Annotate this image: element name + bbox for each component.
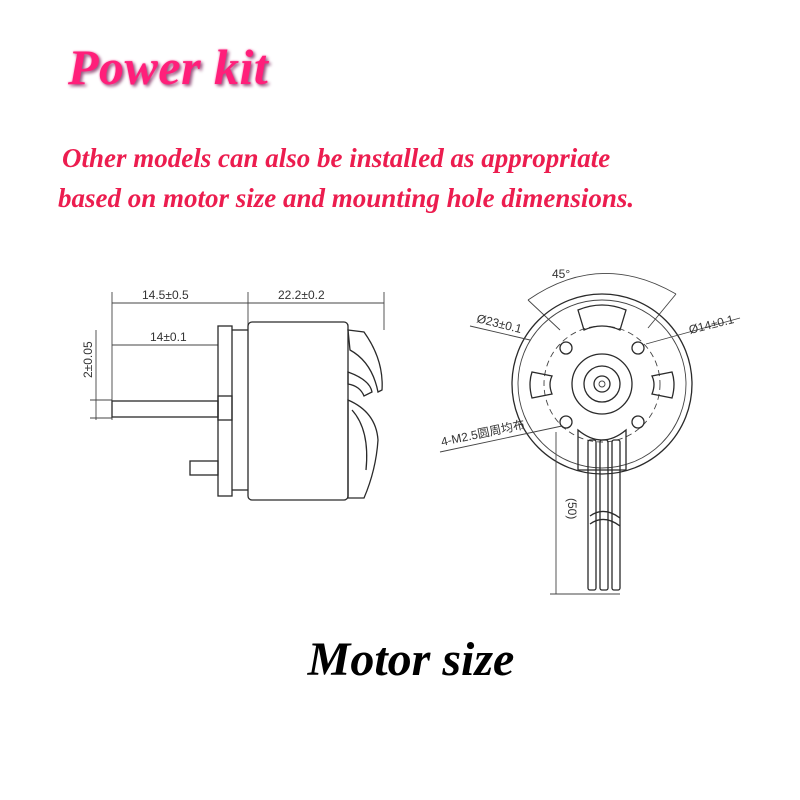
caption-motor-size: Motor size	[307, 633, 515, 686]
dim-angle: 45°	[552, 267, 570, 281]
front-view: 45° Ø23±0.1 Ø14±0.1 4-M2.5圆周均布	[440, 267, 741, 595]
dim-body-length: 22.2±0.2	[278, 288, 325, 302]
dim-wire-length: (50)	[565, 498, 579, 519]
dim-shaft-length: 14±0.1	[150, 330, 187, 344]
dim-holes: 4-M2.5圆周均布	[440, 417, 526, 448]
side-view: 14.5±0.5 22.2±0.2 14±0.1 2±0.05	[81, 288, 385, 501]
page-title: Power kit	[68, 39, 269, 95]
note-line-2: based on motor size and mounting hole di…	[58, 183, 635, 213]
dim-outer-dia: Ø23±0.1	[475, 311, 523, 336]
dim-total-shaft: 14.5±0.5	[142, 288, 189, 302]
dim-shaft-dia: 2±0.05	[81, 341, 95, 378]
dim-hole-circle: Ø14±0.1	[687, 312, 735, 337]
note-line-1: Other models can also be installed as ap…	[62, 143, 611, 173]
